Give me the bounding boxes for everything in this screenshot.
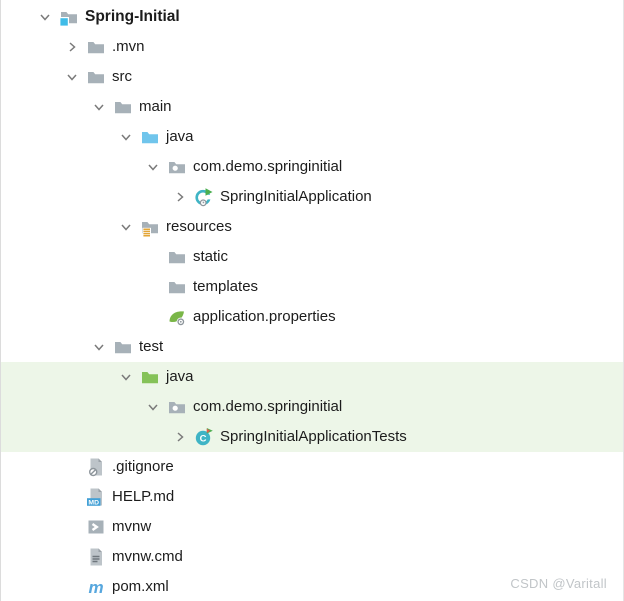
folder-icon bbox=[167, 247, 187, 267]
tree-row-label: mvnw bbox=[112, 518, 152, 535]
chevron-down-icon[interactable] bbox=[118, 369, 134, 385]
ignored-file-icon bbox=[86, 457, 106, 477]
chevron-spacer bbox=[64, 519, 80, 535]
sources-folder-icon bbox=[140, 127, 160, 147]
folder-icon bbox=[167, 277, 187, 297]
chevron-down-icon[interactable] bbox=[91, 99, 107, 115]
chevron-spacer bbox=[64, 549, 80, 565]
tree-row-templates[interactable]: templates bbox=[1, 272, 623, 302]
tree-row-main[interactable]: main bbox=[1, 92, 623, 122]
folder-icon bbox=[86, 37, 106, 57]
tree-row-label: application.properties bbox=[193, 308, 336, 325]
tree-row-label: main bbox=[139, 98, 172, 115]
chevron-right-icon[interactable] bbox=[64, 39, 80, 55]
tree-row-label: templates bbox=[193, 278, 259, 295]
tree-row-label: com.demo.springinitial bbox=[193, 158, 343, 175]
tree-row-label: SpringInitialApplication bbox=[220, 188, 372, 205]
tree-row-help-md[interactable]: MD HELP.md bbox=[1, 482, 623, 512]
chevron-spacer bbox=[64, 579, 80, 595]
markdown-file-icon: MD bbox=[86, 487, 106, 507]
spring-properties-icon bbox=[167, 307, 187, 327]
project-root-folder-icon bbox=[59, 7, 79, 27]
chevron-down-icon[interactable] bbox=[37, 9, 53, 25]
tree-row-label: pom.xml bbox=[112, 578, 169, 595]
tree-row-label: java bbox=[166, 368, 194, 385]
package-icon bbox=[167, 397, 187, 417]
chevron-spacer bbox=[145, 279, 161, 295]
chevron-down-icon[interactable] bbox=[118, 129, 134, 145]
tree-row-java[interactable]: java bbox=[1, 362, 623, 392]
tree-row-label: .mvn bbox=[112, 38, 145, 55]
maven-file-icon: m bbox=[86, 577, 106, 597]
test-sources-folder-icon bbox=[140, 367, 160, 387]
tree-row-label: test bbox=[139, 338, 164, 355]
watermark: CSDN @Varitall bbox=[510, 576, 607, 591]
test-class-icon: C bbox=[194, 427, 214, 447]
folder-icon bbox=[86, 67, 106, 87]
shell-file-icon bbox=[86, 517, 106, 537]
chevron-down-icon[interactable] bbox=[145, 159, 161, 175]
chevron-spacer bbox=[145, 309, 161, 325]
tree-row-label: static bbox=[193, 248, 229, 265]
resources-folder-icon bbox=[140, 217, 160, 237]
chevron-down-icon[interactable] bbox=[118, 219, 134, 235]
chevron-down-icon[interactable] bbox=[145, 399, 161, 415]
chevron-right-icon[interactable] bbox=[172, 189, 188, 205]
svg-text:C: C bbox=[200, 434, 207, 445]
chevron-spacer bbox=[145, 249, 161, 265]
tree-row-mvn[interactable]: .mvn bbox=[1, 32, 623, 62]
tree-row-label: mvnw.cmd bbox=[112, 548, 183, 565]
tree-row-static[interactable]: static bbox=[1, 242, 623, 272]
tree-row-label: com.demo.springinitial bbox=[193, 398, 343, 415]
springboot-class-icon bbox=[194, 187, 214, 207]
tree-row-test[interactable]: test bbox=[1, 332, 623, 362]
tree-row-spring-initial[interactable]: Spring-Initial bbox=[1, 2, 623, 32]
tree-row-label: Spring-Initial bbox=[85, 8, 180, 25]
chevron-right-icon[interactable] bbox=[172, 429, 188, 445]
tree-row-label: SpringInitialApplicationTests bbox=[220, 428, 407, 445]
text-file-icon bbox=[86, 547, 106, 567]
tree-row-com-demo-springinitial[interactable]: com.demo.springinitial bbox=[1, 392, 623, 422]
chevron-spacer bbox=[64, 459, 80, 475]
tree-row-mvnw[interactable]: mvnw bbox=[1, 512, 623, 542]
tree-row-resources[interactable]: resources bbox=[1, 212, 623, 242]
tree-row-label: src bbox=[112, 68, 132, 85]
folder-icon bbox=[113, 337, 133, 357]
tree-row-src[interactable]: src bbox=[1, 62, 623, 92]
tree-row-label: java bbox=[166, 128, 194, 145]
tree-row-springinitialapplication[interactable]: SpringInitialApplication bbox=[1, 182, 623, 212]
tree-row-label: HELP.md bbox=[112, 488, 175, 505]
tree-row-application-properties[interactable]: application.properties bbox=[1, 302, 623, 332]
chevron-down-icon[interactable] bbox=[91, 339, 107, 355]
tree-row-java[interactable]: java bbox=[1, 122, 623, 152]
tree-row-mvnw-cmd[interactable]: mvnw.cmd bbox=[1, 542, 623, 572]
tree-row-pom-xml[interactable]: m pom.xml bbox=[1, 572, 623, 601]
chevron-spacer bbox=[64, 489, 80, 505]
svg-text:MD: MD bbox=[88, 499, 99, 506]
package-icon bbox=[167, 157, 187, 177]
folder-icon bbox=[113, 97, 133, 117]
tree-row-com-demo-springinitial[interactable]: com.demo.springinitial bbox=[1, 152, 623, 182]
svg-text:m: m bbox=[88, 578, 103, 597]
tree-row-label: resources bbox=[166, 218, 232, 235]
tree-row-label: .gitignore bbox=[112, 458, 174, 475]
tree-row-springinitialapplicationtests[interactable]: C SpringInitialApplicationTests bbox=[1, 422, 623, 452]
chevron-down-icon[interactable] bbox=[64, 69, 80, 85]
tree-row-gitignore[interactable]: .gitignore bbox=[1, 452, 623, 482]
